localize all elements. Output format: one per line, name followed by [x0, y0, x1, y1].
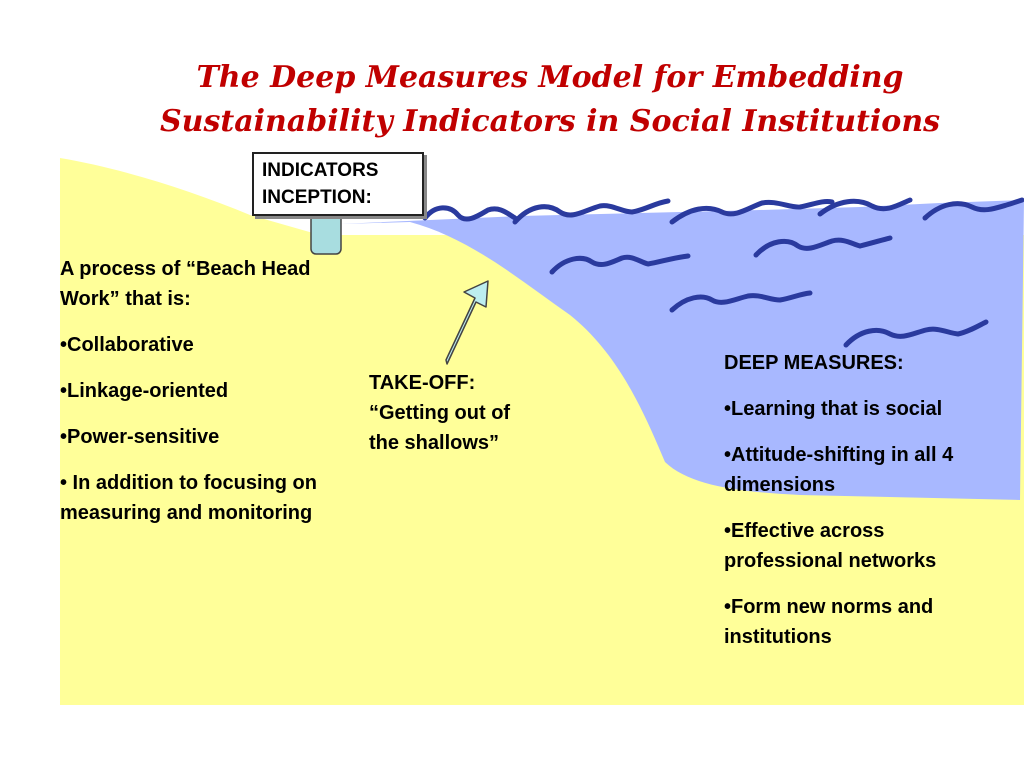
inception-post: [310, 213, 342, 255]
deep-measures-bullet: •Effective across professional networks: [724, 520, 937, 572]
beach-head-bullet: • In addition to focusing on measuring a…: [60, 472, 317, 524]
inception-line-1: INDICATORS: [262, 160, 379, 181]
beach-head-bullet: •Linkage-oriented: [60, 380, 229, 402]
waves: [422, 197, 1024, 348]
deep-measures-bullet: •Learning that is social: [724, 398, 943, 420]
deep-measures-bullet: •Form new norms and institutions: [724, 596, 934, 648]
page-title: The Deep Measures Model for Embedding Su…: [120, 56, 980, 144]
beach-head-intro: A process of “Beach Head Work” that is:: [60, 258, 311, 310]
title-line-1: The Deep Measures Model for Embedding: [196, 60, 904, 95]
water-area: [340, 200, 1024, 500]
beach-head-bullet: •Power-sensitive: [60, 426, 220, 448]
title-line-2: Sustainability Indicators in Social Inst…: [159, 104, 941, 139]
beach-head-block: A process of “Beach Head Work” that is: …: [60, 254, 320, 544]
beach-head-bullet: •Collaborative: [60, 334, 194, 356]
deep-measures-block: DEEP MEASURES: •Learning that is social …: [724, 348, 964, 668]
takeoff-arrow: [445, 280, 489, 365]
deep-measures-bullet: •Attitude-shifting in all 4 dimensions: [724, 444, 954, 496]
inception-sign: INDICATORS INCEPTION:: [252, 152, 424, 216]
inception-line-2: INCEPTION:: [262, 187, 372, 208]
takeoff-label: TAKE-OFF: “Getting out of the shallows”: [369, 372, 511, 454]
deep-measures-heading: DEEP MEASURES:: [724, 352, 904, 374]
